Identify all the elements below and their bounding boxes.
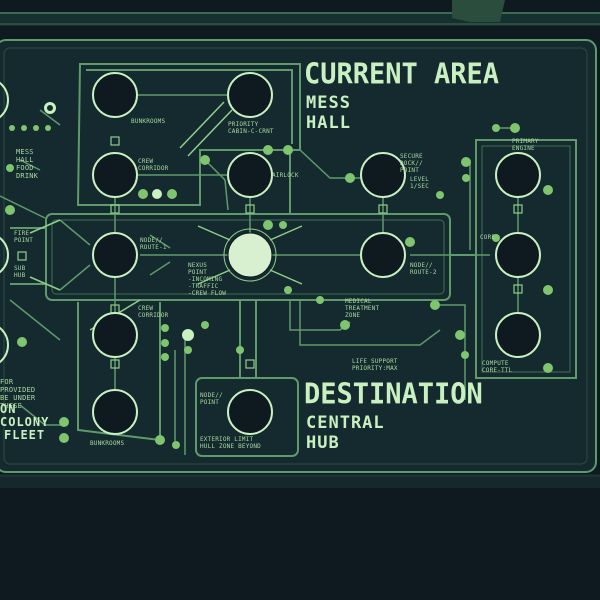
room-node-crew-corridor-bottom[interactable]: [92, 312, 138, 358]
top-notch: [452, 0, 505, 22]
current-area-name-line1: MESS: [306, 93, 351, 113]
label-core: CORE: [480, 234, 496, 241]
room-node-upper-center[interactable]: [227, 152, 273, 198]
room-node-route-2[interactable]: [360, 232, 406, 278]
room-node-priority-cabin[interactable]: [227, 72, 273, 118]
map-panel: [0, 39, 597, 473]
room-node-core[interactable]: [495, 232, 541, 278]
room-node-secure-dock[interactable]: [360, 152, 406, 198]
room-node-primary-engine[interactable]: [495, 152, 541, 198]
label-left-fire: FIRE POINT: [14, 230, 34, 244]
room-node-route-1[interactable]: [92, 232, 138, 278]
destination-name-line2: HUB: [306, 433, 340, 453]
room-node-bunkrooms-bottom[interactable]: [92, 389, 138, 435]
central-hub-node[interactable]: [227, 232, 273, 278]
label-left-fleet-2: COLONY: [0, 415, 50, 429]
label-left-sub: SUB HUB: [14, 265, 26, 279]
label-compute-core: COMPUTE CORE-TTL: [482, 360, 513, 374]
room-node-bunkrooms-top[interactable]: [92, 72, 138, 118]
label-node-route-1: NODE// ROUTE-1: [140, 237, 167, 251]
label-left-fleet-3: FLEET: [4, 428, 46, 442]
label-airlock: AIRLOCK: [272, 172, 299, 179]
label-left-fleet-1: ON: [0, 402, 17, 416]
destination-heading: DESTINATION: [304, 378, 483, 411]
label-bunkrooms-bottom: BUNKROOMS: [90, 440, 125, 447]
current-area-name-line2: HALL: [306, 113, 351, 133]
destination-name-line1: CENTRAL: [306, 413, 385, 433]
label-life-support: LIFE SUPPORT PRIORITY:MAX: [352, 358, 398, 372]
top-bar: [0, 12, 600, 26]
label-priority-cabin: PRIORITY CABIN-C-CRNT: [228, 121, 274, 135]
room-node-compute-core[interactable]: [495, 312, 541, 358]
label-bunkrooms-top: BUNKROOMS: [131, 118, 166, 125]
label-crew-corridor-top: CREW CORRIDOR: [138, 158, 169, 172]
room-node-exit-point[interactable]: [227, 389, 273, 435]
label-exit-point: NODE// POINT: [200, 392, 223, 406]
label-exterior-limit: EXTERIOR LIMIT HULL ZONE BEYOND: [200, 436, 261, 450]
label-left-note: FOR PROVIDED BE UNDER THESE: [0, 378, 36, 410]
room-node-crew-corridor-top[interactable]: [92, 152, 138, 198]
label-primary-engine: PRIMARY ENGINE: [512, 138, 539, 152]
label-crew-corridor-bottom: CREW CORRIDOR: [138, 305, 169, 319]
label-level-sec: LEVEL 1/SEC: [410, 176, 430, 190]
label-node-route-2: NODE// ROUTE-2: [410, 262, 437, 276]
indicator-dots: [5, 102, 553, 449]
label-secure-dock: SECURE DOCK// POINT: [400, 153, 423, 174]
room-nodes: [92, 72, 541, 435]
current-area-heading: CURRENT AREA: [304, 58, 500, 91]
lower-band: [0, 474, 600, 488]
label-medical: MEDICAL TREATMENT ZONE: [345, 298, 380, 319]
label-nexus-point: NEXUS POINT -INCOMING -TRAFFIC -CREW FLO…: [188, 262, 227, 297]
label-left-mess: MESS HALL FOOD DRINK: [16, 148, 39, 180]
